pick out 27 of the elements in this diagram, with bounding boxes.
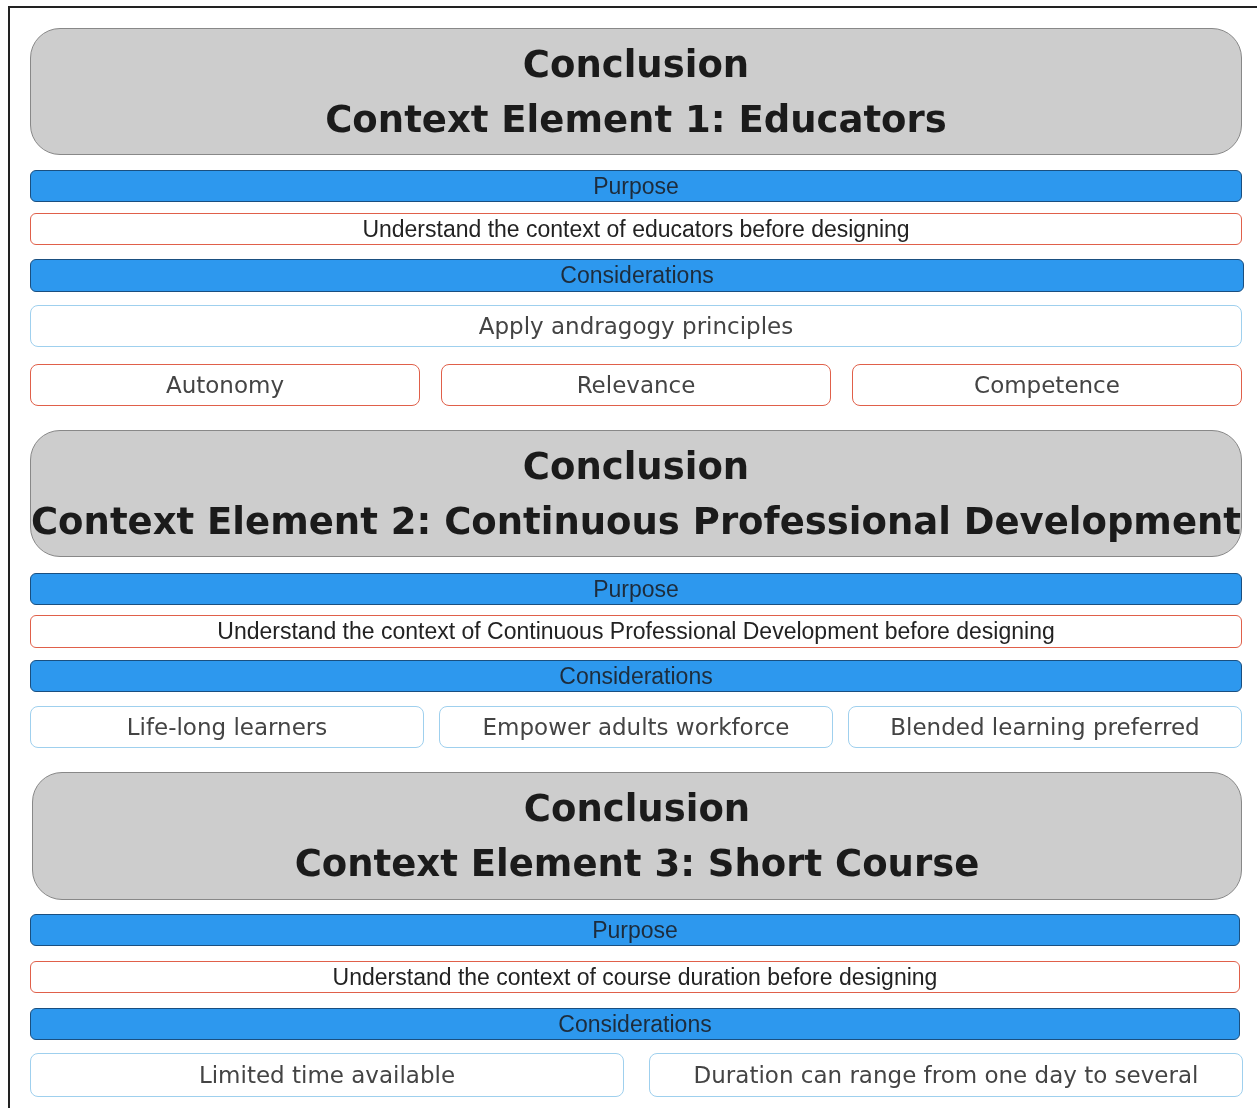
banner-heading: Conclusion xyxy=(522,41,750,88)
consideration-box: Apply andragogy principles xyxy=(30,305,1242,347)
consideration-box: Life-long learners xyxy=(30,706,424,748)
section-bar: Purpose xyxy=(30,170,1242,202)
banner-title: Context Element 2: Continuous Professional Development xyxy=(30,498,1242,545)
consideration-box: Limited time available xyxy=(30,1053,624,1097)
banner-heading: Conclusion xyxy=(522,443,750,490)
principle-box: Autonomy xyxy=(30,364,420,406)
consideration-box: Duration can range from one day to several xyxy=(649,1053,1243,1097)
section-bar: Considerations xyxy=(30,259,1244,292)
banner-title: Context Element 3: Short Course xyxy=(294,841,980,887)
statement-box: Understand the context of Continuous Professional Development before designing xyxy=(30,615,1242,648)
statement-box: Understand the context of educators before designing xyxy=(30,213,1242,245)
heading-banner xyxy=(30,430,1242,557)
principle-box: Relevance xyxy=(441,364,831,406)
consideration-box: Blended learning preferred xyxy=(848,706,1242,748)
banner-heading: Conclusion xyxy=(523,786,751,832)
banner-title: Context Element 1: Educators xyxy=(325,96,947,143)
section-bar: Purpose xyxy=(30,573,1242,605)
consideration-box: Empower adults workforce xyxy=(439,706,833,748)
section-bar: Considerations xyxy=(30,1008,1240,1040)
heading-banner xyxy=(32,772,1242,900)
heading-banner xyxy=(30,28,1242,155)
principle-box: Competence xyxy=(852,364,1242,406)
section-bar: Considerations xyxy=(30,660,1242,692)
statement-box: Understand the context of course duration before designing xyxy=(30,961,1240,993)
section-bar: Purpose xyxy=(30,914,1240,946)
